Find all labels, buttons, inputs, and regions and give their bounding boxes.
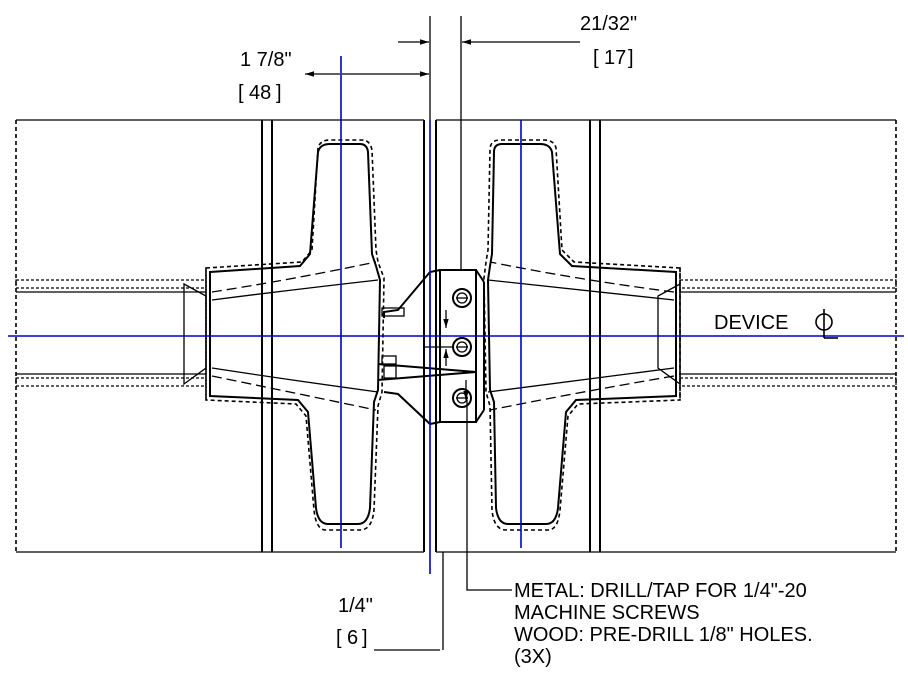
screw-hole-middle — [452, 337, 472, 357]
dimension-1-7-8-mm: 48 — [249, 82, 271, 104]
handle-bracket-right — [483, 139, 681, 531]
screw-hole-top — [452, 288, 472, 308]
dimension-1-4-inch: 1/4" — [338, 595, 373, 617]
note-line-1: METAL: DRILL/TAP FOR 1/4"-20 — [514, 580, 807, 602]
dimension-1-4: 1/4" [ 6 ] — [336, 595, 440, 651]
bracket-right: ] — [362, 627, 368, 649]
bracket-left: [ — [336, 627, 342, 649]
device-label: DEVICE — [714, 312, 788, 334]
note-line-4: (3X) — [514, 646, 552, 668]
bracket-left: [ — [238, 82, 244, 104]
drill-note: METAL: DRILL/TAP FOR 1/4"-20 MACHINE SCR… — [466, 400, 813, 668]
screw-hole-bottom — [452, 388, 472, 408]
centerlines — [8, 56, 904, 574]
bracket-right: ] — [276, 82, 282, 104]
note-line-2: MACHINE SCREWS — [514, 602, 700, 624]
strike-offset-arrows — [424, 310, 469, 400]
extension-lines — [429, 16, 462, 650]
strike-assembly — [377, 269, 485, 426]
device-centerline-label: DEVICE — [714, 309, 838, 339]
push-bar-right — [657, 268, 897, 400]
bracket-left: [ — [593, 47, 599, 69]
handle-bracket-left — [205, 139, 385, 531]
bracket-right: ] — [628, 47, 634, 69]
centerline-symbol-icon — [815, 309, 838, 339]
dimension-21-32-inch: 21/32" — [580, 13, 637, 35]
note-line-3: WOOD: PRE-DRILL 1/8" HOLES. — [514, 624, 813, 646]
dimension-1-7-8-inch: 1 7/8" — [240, 49, 292, 71]
push-bar-left — [15, 268, 207, 400]
dimension-21-32: 21/32" [ 17 ] — [398, 13, 637, 69]
dimension-1-7-8: 1 7/8" [ 48 ] — [238, 49, 429, 104]
dimension-21-32-mm: 17 — [604, 47, 626, 69]
dimension-1-4-mm: 6 — [347, 627, 358, 649]
